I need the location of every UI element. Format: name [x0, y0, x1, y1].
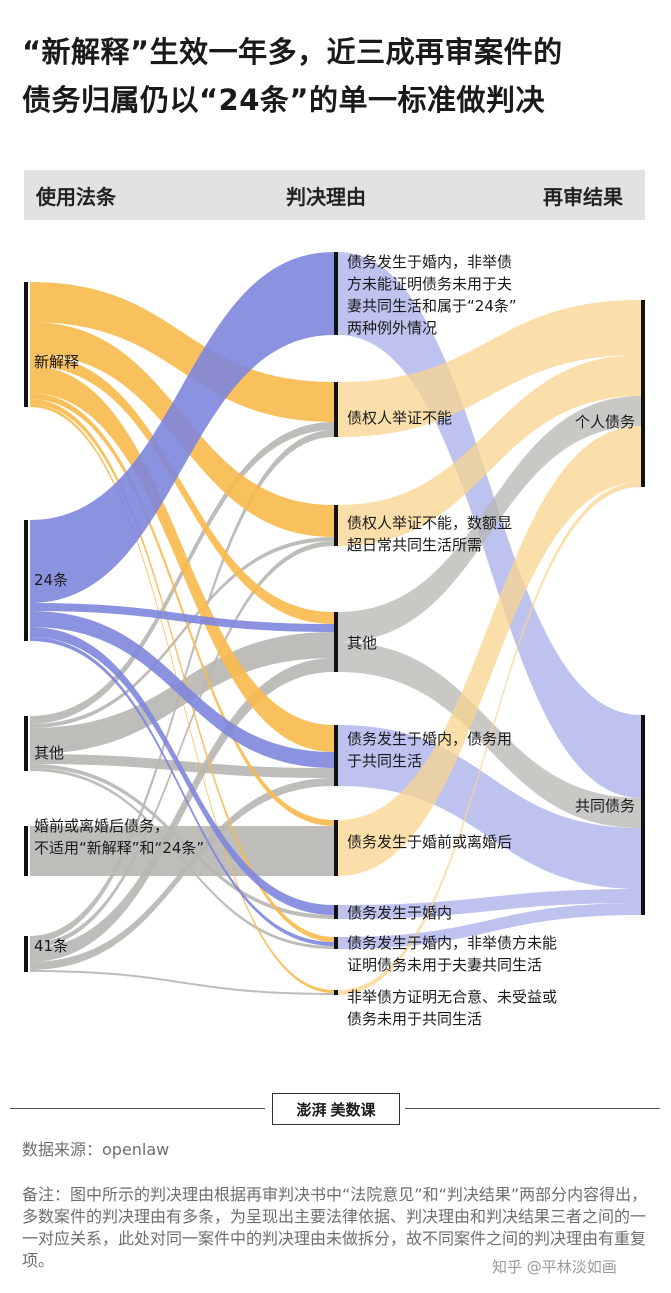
result-node-bar	[641, 300, 645, 487]
footnote: 备注：图中所示的判决理由根据再审判决书中“法院意见”和“判决结果”两部分内容得出…	[22, 1185, 648, 1270]
node-bars	[24, 252, 645, 995]
flow-law-reason	[30, 354, 334, 624]
flow-law-reason	[30, 404, 334, 993]
flow-law-reason	[30, 658, 334, 962]
flow-law-reason	[30, 778, 334, 970]
flow-reason-result	[338, 642, 641, 828]
law-node-bar	[24, 716, 28, 771]
reason-node-label: 债务发生于婚内，非举债方未能证明债务未用于夫妻共同生活	[347, 934, 557, 974]
flow-law-reason	[30, 282, 334, 422]
header-reason: 判决理由	[286, 185, 366, 209]
data-source: 数据来源：openlaw	[22, 1140, 170, 1159]
flow-law-reason	[30, 541, 334, 948]
header-law: 使用法条	[36, 185, 116, 209]
result-node-bar	[641, 715, 645, 915]
flow-reason-result	[338, 725, 641, 889]
reason-node-bar	[334, 937, 338, 949]
publisher-logo: 澎湃 美数课	[272, 1093, 400, 1125]
logo-text: 美数课	[330, 1100, 376, 1119]
flow-law-reason	[30, 393, 334, 826]
law-node-bar	[24, 826, 28, 876]
reason-node-label: 债权人举证不能	[347, 409, 452, 427]
law-node-label: 24条	[34, 571, 68, 589]
flow-law-reason	[30, 603, 334, 632]
header-result: 再审结果	[543, 185, 623, 209]
flow-law-reason	[30, 422, 334, 724]
reason-node-bar	[334, 905, 338, 919]
footer-divider-left	[10, 1108, 265, 1109]
reason-node-bar	[334, 505, 338, 546]
law-node-label: 新解释	[34, 353, 79, 371]
reason-node-label: 非举债方证明无合意、未受益或债务未用于共同生活	[347, 988, 557, 1028]
flow-law-reason	[30, 611, 334, 768]
flow-law-reason	[30, 627, 334, 915]
reason-node-bar	[334, 990, 338, 995]
flows-reason-to-result	[338, 252, 641, 995]
flow-law-reason	[30, 366, 334, 752]
flow-reason-result	[338, 889, 641, 919]
flow-reason-result	[338, 355, 641, 546]
law-node-label: 其他	[34, 744, 64, 762]
reason-node-bar	[334, 820, 338, 876]
flow-reason-result	[338, 482, 641, 995]
logo-mark: 澎湃	[296, 1100, 327, 1119]
flow-law-reason	[30, 537, 334, 728]
flow-reason-result	[338, 426, 641, 876]
title-line-2: 债务归属仍以“24条”的单一标准做判决	[22, 83, 545, 117]
reason-node-bar	[334, 252, 338, 335]
reason-node-bar	[334, 382, 338, 437]
law-node-label: 41条	[34, 937, 68, 955]
flow-reason-result	[338, 300, 641, 437]
law-node-bar	[24, 936, 28, 972]
law-node-label: 婚前或离婚后债务，不适用“新解释”和“24条”	[34, 817, 204, 857]
flow-law-reason	[30, 637, 334, 946]
column-header-bar: 使用法条 判决理由 再审结果	[24, 170, 645, 220]
result-node-label: 个人债务	[575, 413, 635, 431]
title-line-1: “新解释”生效一年多，近三成再审案件的	[22, 35, 563, 69]
law-node-bar	[24, 520, 28, 641]
reason-node-bar	[334, 725, 338, 786]
reason-node-label: 债务发生于婚内，非举债方未能证明债务未用于夫妻共同生活和属于“24条”两种例外情…	[347, 253, 517, 337]
reason-node-bar	[334, 612, 338, 672]
flows-law-to-reason	[30, 252, 334, 995]
flow-law-reason	[30, 252, 334, 603]
flow-reason-result	[338, 396, 641, 642]
chart-title: “新解释”生效一年多，近三成再审案件的 债务归属仍以“24条”的单一标准做判决	[22, 28, 652, 124]
reason-node-label: 债务发生于婚前或离婚后	[347, 833, 512, 851]
flow-law-reason	[30, 826, 334, 876]
flow-law-reason	[30, 399, 334, 942]
result-node-label: 共同债务	[575, 797, 635, 815]
reason-node-label: 债务发生于婚内	[347, 904, 452, 922]
flow-law-reason	[30, 970, 334, 995]
law-node-bar	[24, 282, 28, 407]
reason-node-label: 债务发生于婚内，债务用于共同生活	[347, 730, 512, 770]
watermark: 知乎 @平林淡如画	[492, 1258, 617, 1276]
footer-divider-right	[405, 1108, 660, 1109]
reason-node-label: 债权人举证不能，数额显超日常共同生活所需	[347, 514, 512, 554]
reason-node-label: 其他	[347, 634, 377, 652]
